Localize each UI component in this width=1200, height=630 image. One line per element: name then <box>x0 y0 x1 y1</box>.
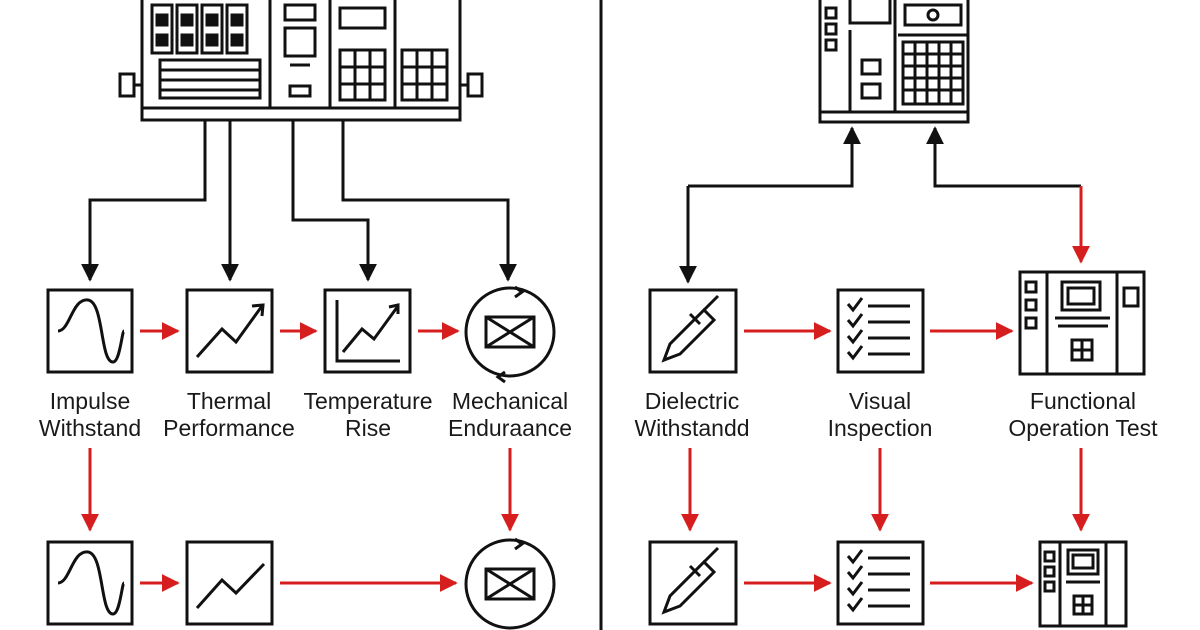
label-line: Temperature <box>303 388 433 414</box>
control-cabinet-icon <box>818 0 970 124</box>
label-line: Performance <box>163 415 295 441</box>
label-line: Visual <box>848 388 912 414</box>
label-functional-operation-test: Functional Operation Test <box>1008 388 1157 442</box>
probe-pen-icon <box>648 540 738 626</box>
label-line: Impulse <box>49 388 131 414</box>
right-feed-connectors <box>679 126 1081 284</box>
label-line: Mechanical <box>451 388 569 414</box>
trend-up-icon <box>185 288 274 374</box>
label-line: Dielectric <box>644 388 740 414</box>
label-line: Operation Test <box>1008 415 1158 441</box>
label-dielectric-withstand: Dielectric Withstandd <box>634 388 749 442</box>
right-down-red-arrows <box>681 448 1090 532</box>
control-panel-icon <box>1018 270 1146 376</box>
label-line: Inspection <box>827 415 933 441</box>
rising-graph-icon <box>323 288 412 374</box>
label-line: Withstandd <box>634 415 750 441</box>
label-line: Rise <box>344 415 391 441</box>
trend-up-icon <box>185 540 274 626</box>
waveform-icon <box>46 288 134 374</box>
left-down-red-arrows <box>81 448 519 532</box>
cycle-box-icon <box>464 537 556 630</box>
label-line: Enduraance <box>447 415 573 441</box>
label-line: Functional <box>1029 388 1137 414</box>
control-panel-icon <box>1038 540 1128 628</box>
label-line: Thermal <box>186 388 272 414</box>
probe-pen-icon <box>648 288 738 374</box>
waveform-icon <box>46 540 134 626</box>
label-mechanical-endurance: Mechanical Enduraance <box>448 388 572 442</box>
label-temperature-rise: Temperature Rise <box>303 388 432 442</box>
left-feed-connectors <box>81 120 517 282</box>
switchgear-cabinet-icon <box>118 0 484 122</box>
label-visual-inspection: Visual Inspection <box>828 388 933 442</box>
checklist-icon <box>836 288 925 374</box>
label-impulse-withstand: Impulse Withstand <box>39 388 141 442</box>
label-line: Withstand <box>38 415 142 441</box>
checklist-icon <box>836 540 925 626</box>
cycle-box-icon <box>464 285 556 384</box>
label-thermal-performance: Thermal Performance <box>163 388 295 442</box>
